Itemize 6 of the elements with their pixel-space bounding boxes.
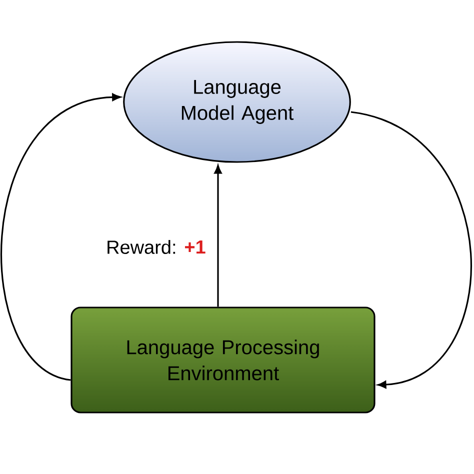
arrow [214, 165, 222, 307]
environment-box: Language Processing Environment [70, 306, 376, 414]
reward-value: +1 [185, 240, 206, 254]
arrow [350, 111, 472, 388]
edge-label: Reward: [108, 240, 176, 254]
arrow [0, 93, 121, 381]
